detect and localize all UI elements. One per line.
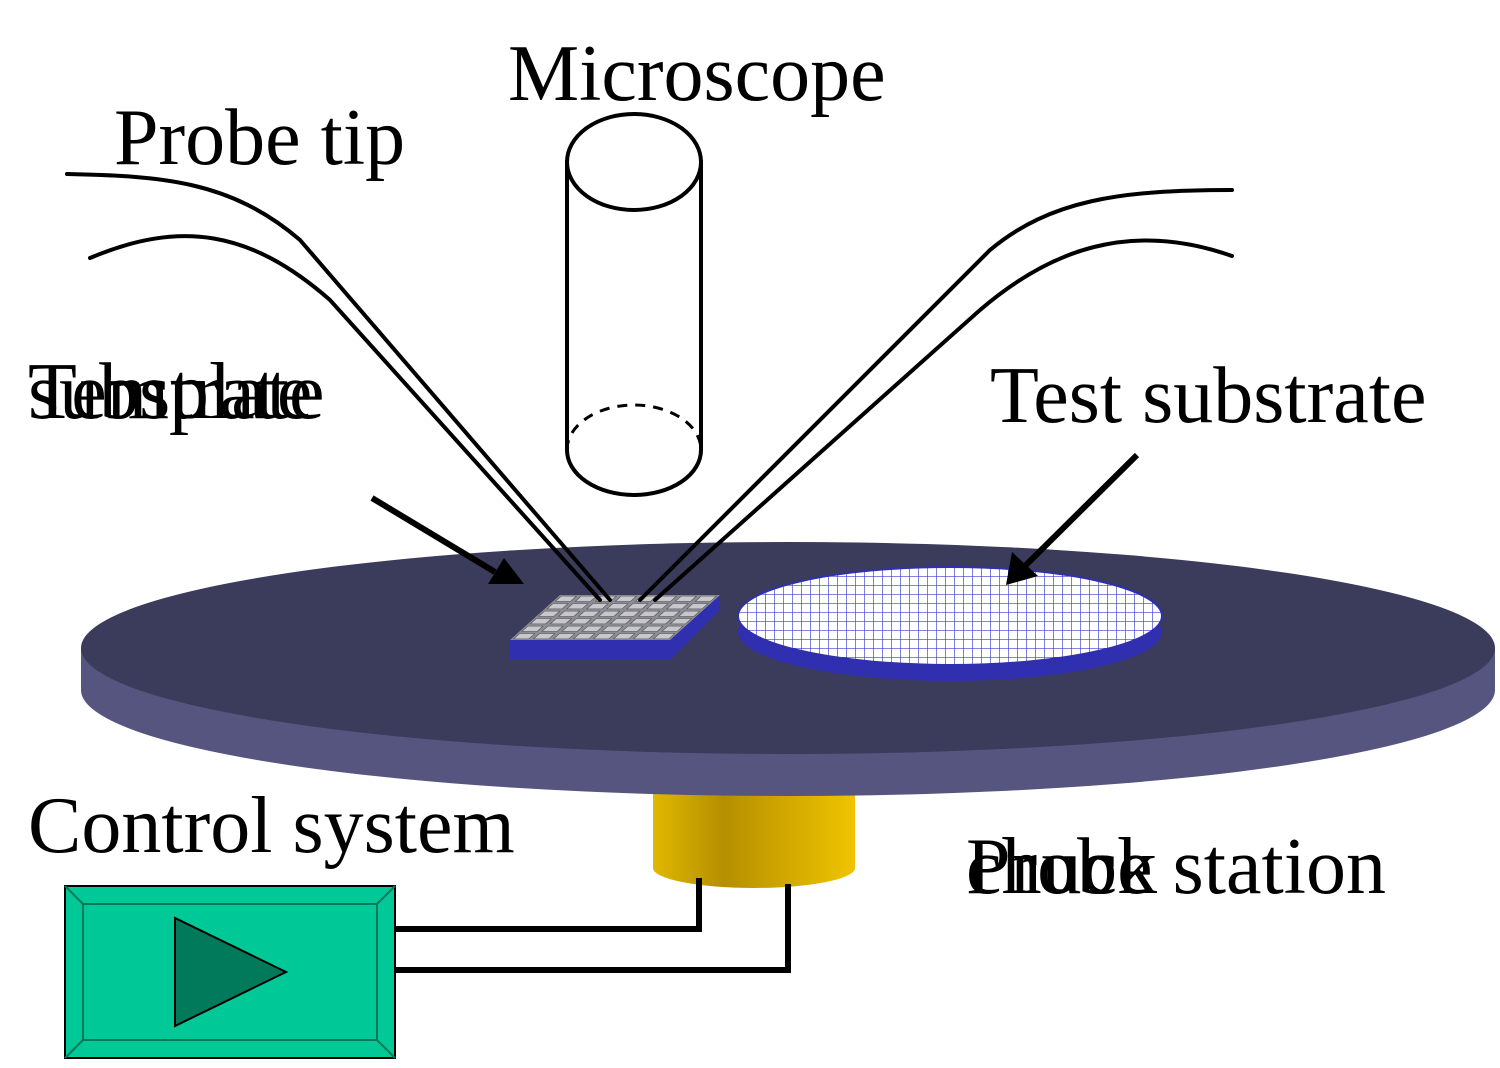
template-cell <box>537 610 561 617</box>
template-cell <box>601 625 624 632</box>
template-cell <box>529 618 553 625</box>
template-cell <box>557 610 581 617</box>
test-substrate-arrow <box>1006 452 1140 585</box>
chuck-label-line2: chuck <box>966 823 1158 911</box>
chuck-disk <box>81 542 1495 796</box>
template-cell <box>632 633 656 640</box>
template-cell <box>512 633 536 640</box>
template-cell <box>652 633 676 640</box>
template-substrate-arrow <box>370 495 524 584</box>
test-substrate-label: Test substrate <box>990 352 1427 440</box>
microscope <box>565 112 703 497</box>
template-cell <box>666 603 689 610</box>
template-cell <box>657 610 681 617</box>
template-cell <box>637 610 661 617</box>
template-cell <box>521 625 544 632</box>
template-cell <box>586 603 609 610</box>
template-cell <box>581 625 604 632</box>
template-cell <box>612 633 636 640</box>
chuck-label-line1: Probe station <box>966 823 1386 911</box>
template-cell <box>661 625 684 632</box>
template-cell <box>572 633 596 640</box>
template-cell <box>592 633 616 640</box>
template-cell <box>574 595 598 602</box>
template-cell <box>694 595 718 602</box>
template-cell <box>549 618 573 625</box>
template-cell <box>609 618 633 625</box>
template-cell <box>646 603 669 610</box>
template-label-line1: Template <box>28 348 325 436</box>
probe-tip-label: Probe tip <box>114 94 406 182</box>
template-cell <box>546 603 569 610</box>
microscope-label: Microscope <box>508 30 886 118</box>
template-cell <box>606 603 629 610</box>
template-cell <box>674 595 698 602</box>
template-cell <box>626 603 649 610</box>
template-cell <box>617 610 641 617</box>
template-cell <box>597 610 621 617</box>
template-label-line2: substrate <box>28 348 313 436</box>
control-system-label: Control system <box>28 782 515 870</box>
template-cell <box>589 618 613 625</box>
template-cell <box>532 633 556 640</box>
control-system-box <box>64 885 396 1059</box>
template-cell <box>554 595 578 602</box>
template-cell <box>686 603 709 610</box>
control-wires <box>395 878 791 973</box>
template-cell <box>629 618 653 625</box>
template-cell <box>541 625 564 632</box>
template-cell <box>649 618 673 625</box>
probe-tips <box>65 172 1234 602</box>
template-cell <box>677 610 701 617</box>
template-cell <box>561 625 584 632</box>
play-triangle-icon <box>174 916 289 1028</box>
template-cell <box>552 633 576 640</box>
template-cell <box>621 625 644 632</box>
template-cell <box>569 618 593 625</box>
template-cell <box>669 618 693 625</box>
template-cell <box>566 603 589 610</box>
template-substrate-block <box>510 595 720 660</box>
test-substrate-wafer <box>737 566 1163 681</box>
template-cell <box>641 625 664 632</box>
template-cell <box>614 595 638 602</box>
template-cell <box>577 610 601 617</box>
